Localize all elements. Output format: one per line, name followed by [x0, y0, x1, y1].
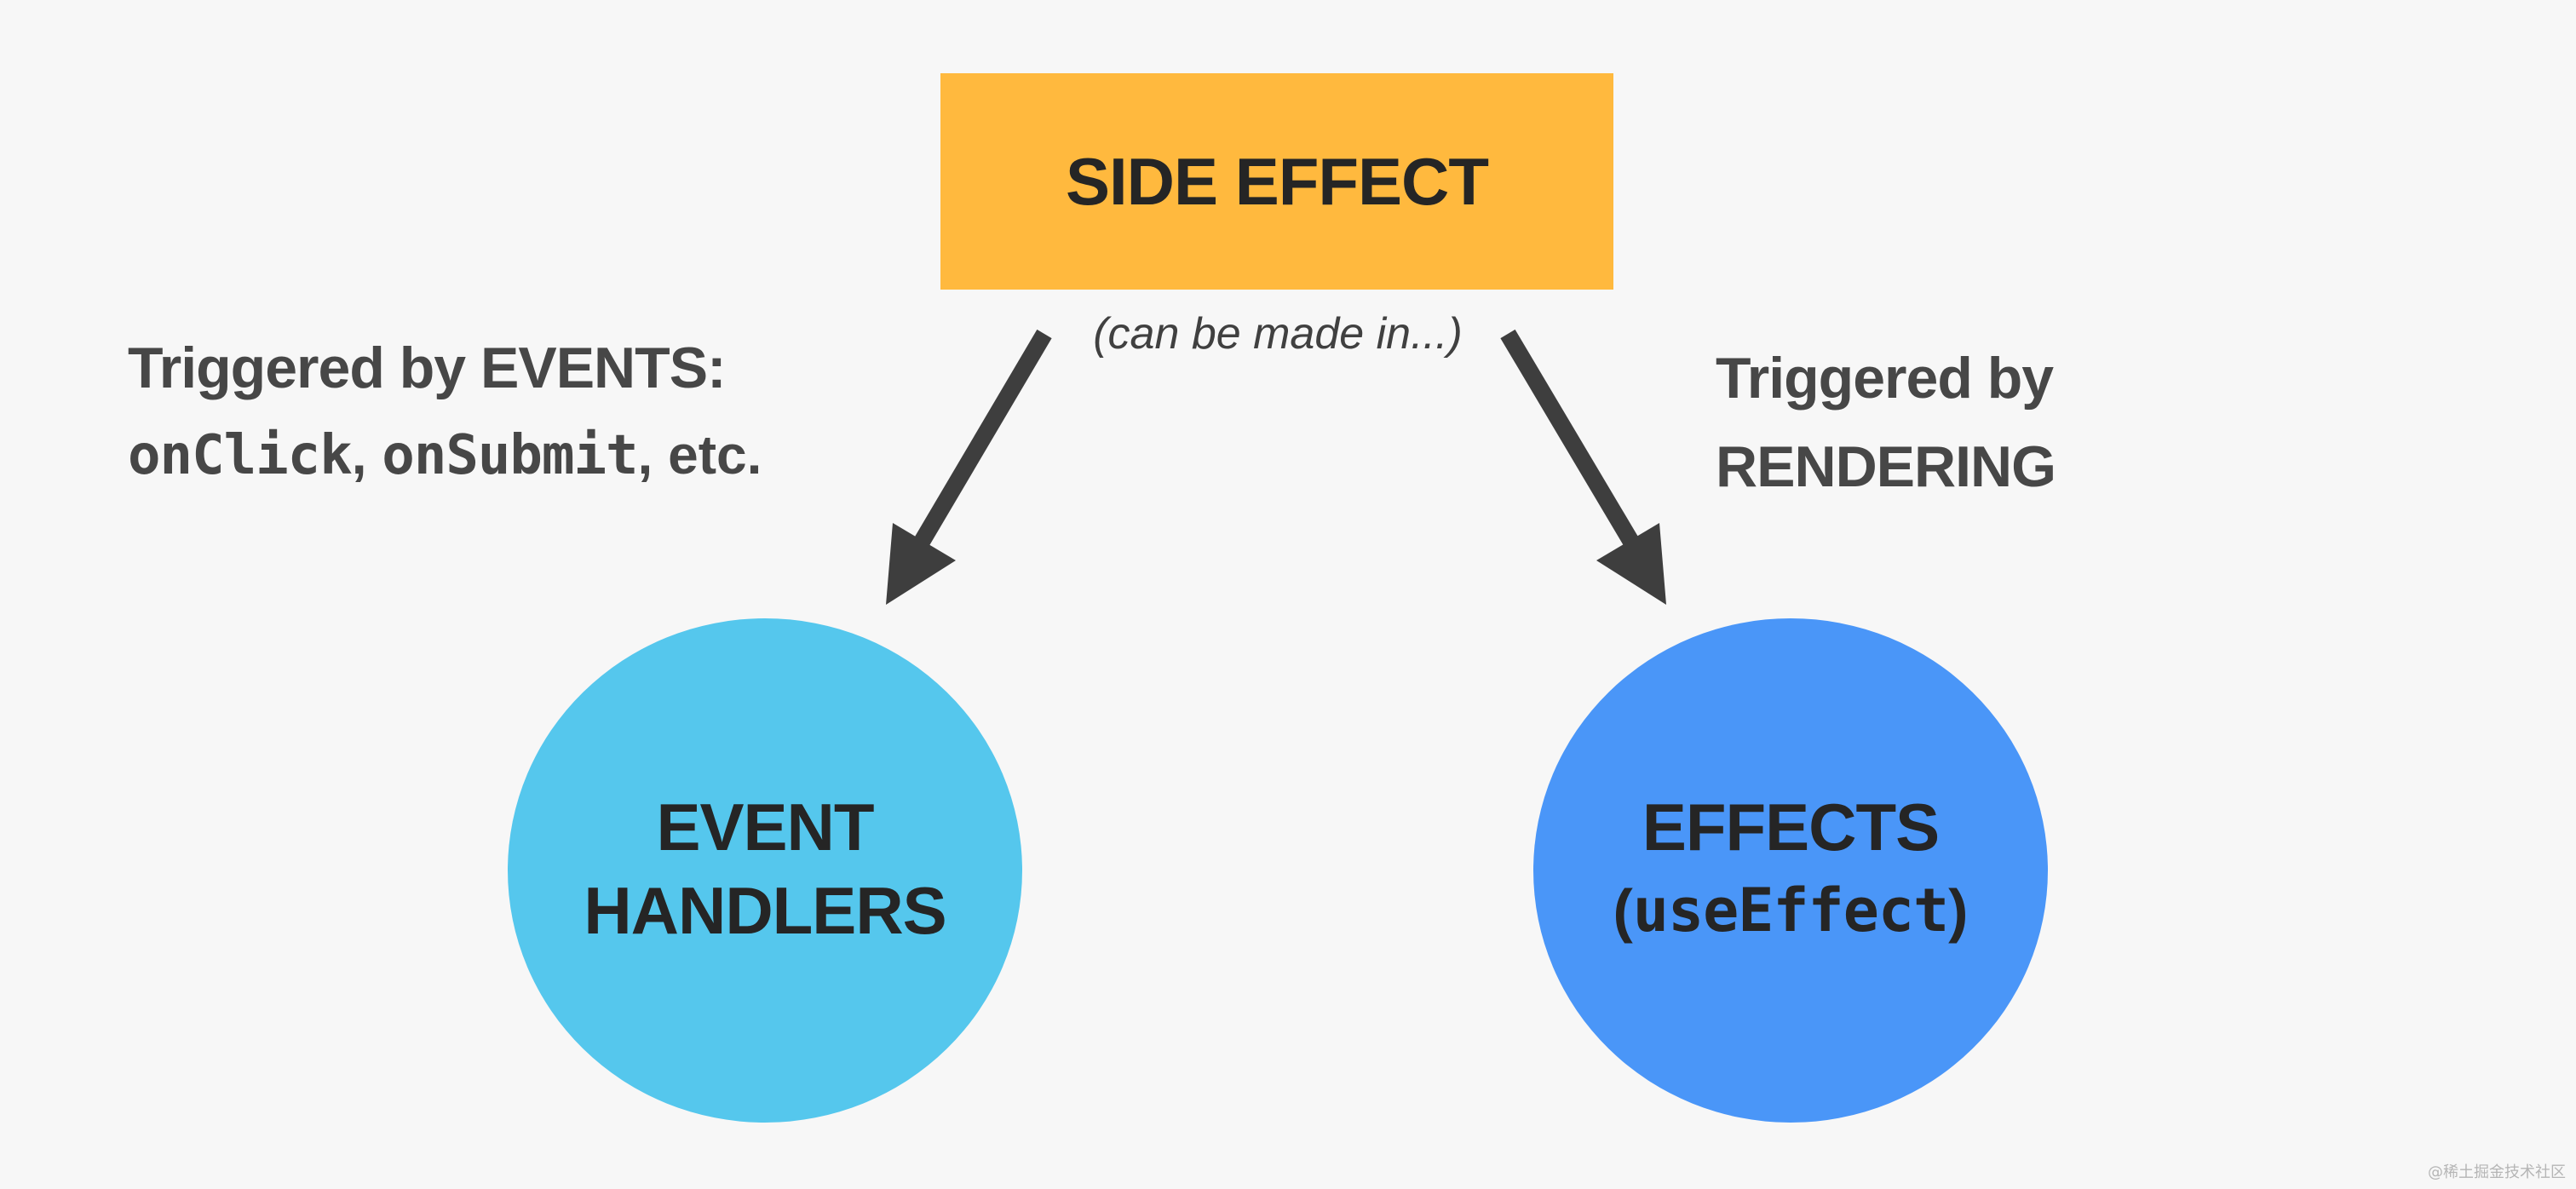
rendering-trigger-line1: Triggered by [1716, 346, 2054, 411]
effects-line1: EFFECTS [1642, 790, 1940, 864]
events-trigger-heading: Triggered by EVENTS: [128, 336, 727, 400]
subtitle-can-be-made-in: (can be made in...) [1093, 309, 1463, 359]
examples-tail: , etc. [637, 424, 762, 485]
onsubmit-code: onSubmit [382, 424, 638, 487]
arrow-to-event-handlers [886, 329, 1052, 605]
side-effect-box-label-wrap: SIDE EFFECT [940, 73, 1613, 290]
useeffect-code: useEffect [1632, 876, 1949, 945]
examples-separator: , [351, 424, 382, 485]
onclick-code: onClick [128, 424, 353, 487]
useeffect-open-paren: ( [1613, 877, 1633, 944]
event-handlers-label: EVENT HANDLERS [508, 785, 1022, 952]
side-effect-box [940, 73, 1613, 290]
arrow-to-effects [1500, 329, 1666, 605]
events-trigger-examples: onClick, onSubmit, etc. [128, 421, 762, 490]
effects-label: EFFECTS (useEffect) [1533, 785, 2048, 952]
event-handlers-circle [508, 618, 1022, 1123]
rendering-trigger-note: Triggered by RENDERING [1716, 334, 2056, 511]
event-handlers-line2: HANDLERS [584, 873, 946, 948]
useeffect-line: (useEffect) [1533, 869, 2048, 952]
events-trigger-note: Triggered by EVENTS: onClick, onSubmit, … [128, 334, 762, 490]
side-effect-title: SIDE EFFECT [1065, 143, 1489, 219]
rendering-trigger-line2: RENDERING [1716, 434, 2056, 499]
event-handlers-line1: EVENT [656, 790, 874, 864]
useeffect-close-paren: ) [1948, 877, 1969, 944]
effects-circle [1533, 618, 2048, 1123]
watermark-text: @稀土掘金技术社区 [2428, 1163, 2566, 1181]
